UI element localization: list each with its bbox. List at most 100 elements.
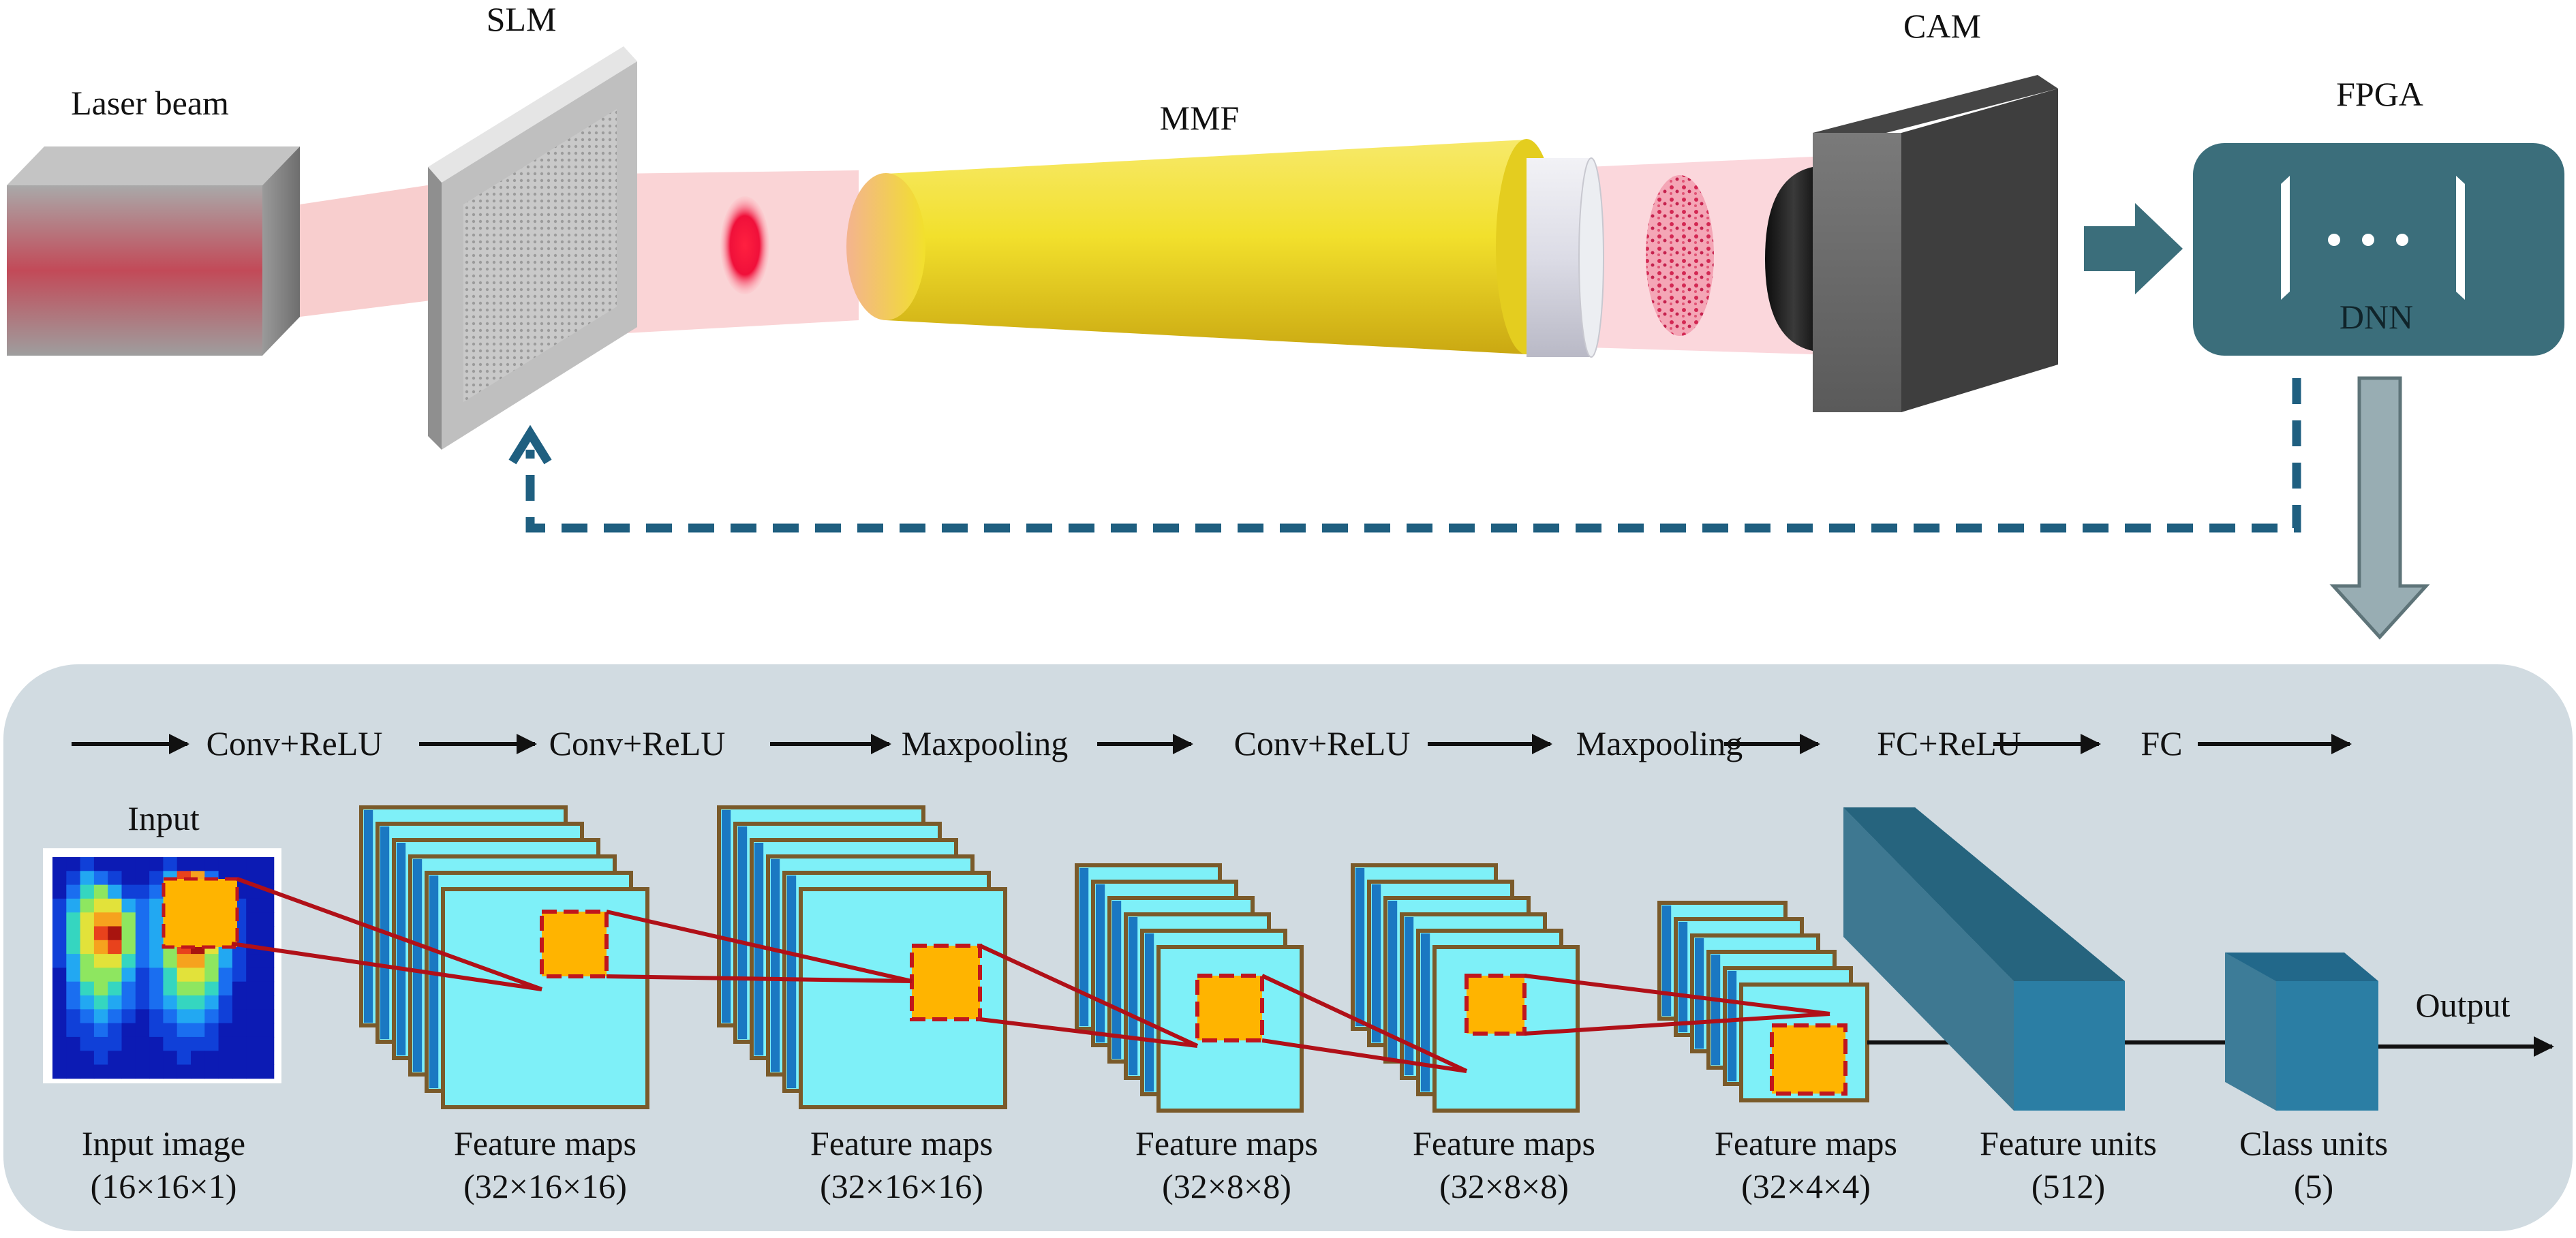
operation-label: Conv+ReLU: [549, 724, 726, 762]
heatmap-pixel: [121, 954, 136, 968]
slm-label: SLM: [487, 0, 557, 38]
dnn-dot-icon: [2328, 234, 2340, 246]
heatmap-pixel: [177, 1023, 191, 1038]
heatmap-pixel: [80, 1064, 95, 1079]
heatmap-pixel: [52, 1009, 67, 1024]
heatmap-pixel: [52, 898, 67, 913]
heatmap-pixel: [135, 981, 150, 996]
heatmap-pixel: [135, 954, 150, 968]
heatmap-pixel: [66, 898, 81, 913]
heatmap-pixel: [66, 1023, 81, 1038]
heatmap-pixel: [218, 1036, 233, 1051]
operation-label: FC: [2141, 724, 2182, 762]
heatmap-pixel: [191, 1036, 205, 1051]
receptive-field-line: [606, 910, 913, 983]
stage-dims: (32×16×16): [820, 1167, 983, 1205]
receptive-field-line: [1524, 1012, 1830, 1036]
heatmap-pixel: [93, 940, 108, 955]
heatmap-pixel: [121, 898, 136, 913]
heatmap-pixel: [260, 912, 275, 927]
slm-device: [428, 46, 637, 450]
class-units-block: [2225, 953, 2378, 1111]
receptive-field-line: [231, 942, 542, 991]
heatmap-pixel: [204, 1064, 219, 1079]
heatmap-pixel: [93, 981, 108, 996]
kernel-window: [1465, 974, 1527, 1036]
feature-map-edge: [413, 859, 423, 1072]
cam-to-fpga-arrow: [2084, 203, 2183, 294]
heatmap-pixel: [204, 981, 219, 996]
heatmap-pixel: [66, 871, 81, 886]
stage-name: Feature maps: [1413, 1124, 1595, 1162]
heatmap-pixel: [121, 1036, 136, 1051]
heatmap-pixel: [149, 912, 164, 927]
heatmap-pixel: [66, 884, 81, 899]
heatmap-pixel: [260, 1036, 275, 1051]
feature-map-edge: [429, 876, 439, 1088]
heatmap-pixel: [246, 995, 260, 1010]
heatmap-pixel: [121, 995, 136, 1010]
heatmap-pixel: [93, 871, 108, 886]
laser-label: Laser beam: [71, 84, 229, 122]
stage-name: Feature maps: [454, 1124, 637, 1162]
heatmap-pixel: [52, 912, 67, 927]
heatmap-pixel: [191, 995, 205, 1010]
heatmap-pixel: [218, 981, 233, 996]
heatmap-pixel: [149, 871, 164, 886]
heatmap-pixel: [232, 954, 247, 968]
feature-map-edge: [1112, 901, 1122, 1059]
heatmap-pixel: [135, 912, 150, 927]
heatmap-pixel: [135, 871, 150, 886]
stage-name: Class units: [2239, 1124, 2388, 1162]
heatmap-pixel: [52, 968, 67, 982]
heatmap-pixel: [108, 871, 122, 886]
heatmap-pixel: [218, 954, 233, 968]
feature-map-edge: [1421, 933, 1430, 1092]
receptive-field-line: [979, 944, 1199, 1048]
heatmap-pixel: [218, 968, 233, 982]
heatmap-pixel: [260, 857, 275, 871]
heatmap-pixel: [135, 898, 150, 913]
heatmap-pixel: [149, 940, 164, 955]
heatmap-pixel: [218, 1064, 233, 1079]
heatmap-pixel: [52, 1036, 67, 1051]
heatmap-pixel: [93, 912, 108, 927]
receptive-field-links: [231, 877, 1830, 1073]
heatmap-pixel: [66, 954, 81, 968]
heatmap-pixel: [191, 981, 205, 996]
heatmap-pixel: [80, 884, 95, 899]
heatmap-pixel: [191, 1023, 205, 1038]
feature-map-edge: [722, 810, 731, 1023]
heatmap-pixel: [66, 857, 81, 871]
heatmap-pixel: [246, 968, 260, 982]
heatmap-pixel: [246, 1051, 260, 1065]
heatmap-pixel: [204, 954, 219, 968]
heatmap-pixel: [66, 995, 81, 1010]
heatmap-pixel: [80, 1051, 95, 1065]
heatmap-pixel: [163, 1023, 178, 1038]
heatmap-pixel: [66, 981, 81, 996]
heatmap-pixel: [260, 926, 275, 941]
heatmap-pixel: [191, 1051, 205, 1065]
fpga-to-cnn-arrow: [2329, 376, 2430, 640]
feature-map-edge: [397, 843, 406, 1055]
feature-map-edge: [1079, 868, 1089, 1026]
heatmap-pixel: [66, 912, 81, 927]
receptive-field-line: [979, 1017, 1198, 1048]
heatmap-pixel: [149, 1036, 164, 1051]
camera: [1765, 75, 2058, 412]
heatmap-pixel: [163, 857, 178, 871]
heatmap-pixel: [93, 898, 108, 913]
laser-source: [7, 146, 300, 356]
heatmap-pixel: [246, 1023, 260, 1038]
heatmap-pixel: [191, 968, 205, 982]
heatmap-pixel: [121, 940, 136, 955]
heatmap-pixel: [108, 1064, 122, 1079]
heatmap-pixel: [232, 1036, 247, 1051]
heatmap-pixel: [80, 1036, 95, 1051]
heatmap-pixel: [260, 871, 275, 886]
dnn-left-layer-icon: [2281, 176, 2290, 300]
focused-spot: [720, 196, 769, 294]
